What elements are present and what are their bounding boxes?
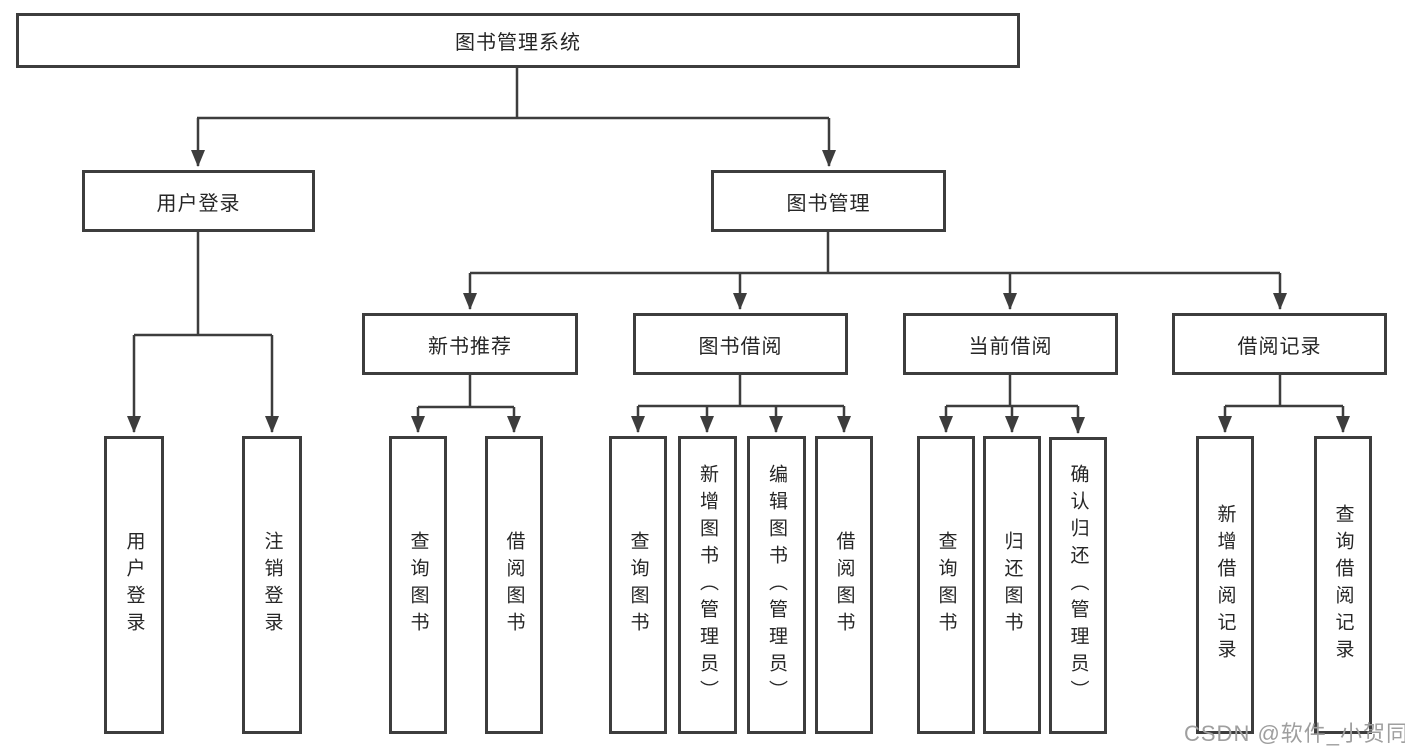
leaf-return-books: 归还图书	[983, 436, 1041, 734]
leaf-user-login: 用户登录	[104, 436, 164, 734]
leaf-borrow-books-recommendation: 借阅图书	[485, 436, 543, 734]
node-library-management-system: 图书管理系统	[16, 13, 1020, 68]
node-current-borrowing: 当前借阅	[903, 313, 1118, 375]
leaf-query-books-current: 查询图书	[917, 436, 975, 734]
leaf-edit-book-admin: 编辑图书（管理员）	[747, 436, 806, 734]
leaf-add-book-admin: 新增图书（管理员）	[678, 436, 737, 734]
leaf-logout-login: 注销登录	[242, 436, 302, 734]
csdn-watermark: CSDN @软件_小贺同学	[1184, 721, 1405, 746]
leaf-query-books-borrowing: 查询图书	[609, 436, 667, 734]
leaf-query-borrow-record: 查询借阅记录	[1314, 436, 1372, 734]
node-borrowing-records: 借阅记录	[1172, 313, 1387, 375]
node-new-book-recommendation: 新书推荐	[362, 313, 578, 375]
node-book-management: 图书管理	[711, 170, 946, 232]
leaf-borrow-books-borrowing: 借阅图书	[815, 436, 873, 734]
node-book-borrowing: 图书借阅	[633, 313, 848, 375]
leaf-confirm-return-admin: 确认归还（管理员）	[1049, 437, 1107, 734]
node-user-login: 用户登录	[82, 170, 315, 232]
leaf-add-borrow-record: 新增借阅记录	[1196, 436, 1254, 734]
leaf-query-books-recommendation: 查询图书	[389, 436, 447, 734]
